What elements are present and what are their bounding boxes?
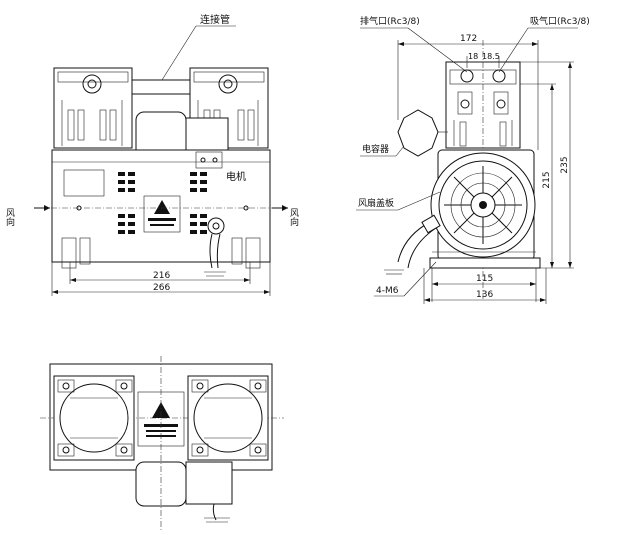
fan-cover-label: 风扇盖板	[358, 197, 394, 209]
motor-label: 电机	[226, 170, 246, 183]
dim-216: 216	[153, 271, 170, 281]
exhaust-port-label: 排气口(Rc3/8)	[360, 15, 420, 27]
front-view	[34, 25, 288, 296]
capacitor-shape	[397, 109, 439, 157]
dim-115: 115	[476, 274, 493, 284]
wind-direction-left-label: 风向	[4, 208, 15, 226]
dim-136: 136	[476, 290, 493, 300]
top-view	[40, 356, 284, 530]
warning-icon-top	[152, 402, 170, 418]
capacitor-label: 电容器	[362, 143, 389, 155]
warning-icon	[154, 200, 170, 214]
fan-cover-slots	[444, 166, 522, 244]
connector-pipe-label: 连接管	[200, 13, 230, 26]
dim-215: 215	[542, 171, 552, 188]
intake-port-label: 吸气口(Rc3/8)	[530, 15, 590, 27]
dim-18: 18	[468, 52, 478, 61]
dim-235: 235	[560, 156, 570, 173]
dim-266: 266	[153, 283, 170, 293]
dim-18-5: 18.5	[482, 52, 500, 61]
side-view	[356, 27, 578, 304]
front-vent-grid	[118, 172, 207, 234]
dim-172: 172	[460, 34, 477, 44]
wind-direction-right-label: 风向	[288, 208, 299, 226]
mount-holes-label: 4-M6	[376, 286, 399, 296]
